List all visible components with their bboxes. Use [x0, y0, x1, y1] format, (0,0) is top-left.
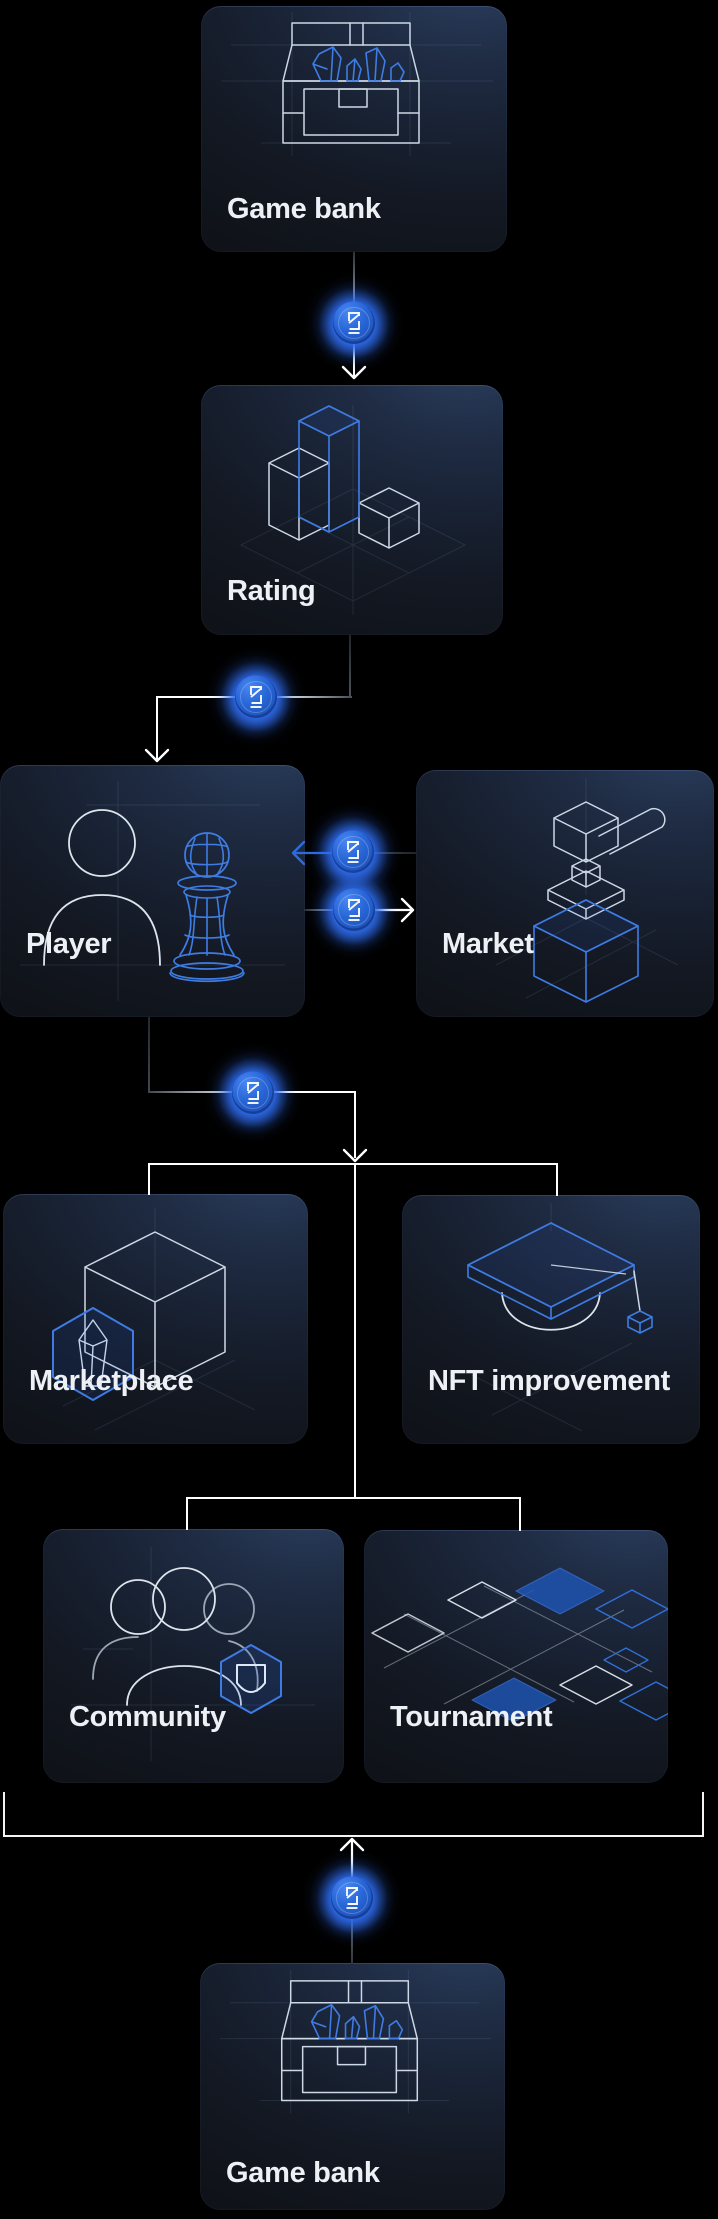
treasure-chest-icon	[219, 1969, 492, 2114]
diamond-grid-icon	[371, 1567, 668, 1723]
connector-gamebank-loop	[3, 1792, 704, 1964]
node-label: Game bank	[227, 193, 381, 226]
cube-gem-icon	[52, 1208, 256, 1431]
token-coin-icon	[205, 646, 307, 748]
node-label: Marketplace	[29, 1365, 194, 1398]
people-shield-icon	[71, 1547, 315, 1761]
auction-gavel-icon	[495, 778, 679, 1003]
connector-market-to-player	[291, 840, 417, 866]
node-label: Tournament	[390, 1701, 553, 1734]
node-card-nft-improvement: NFT improvement	[402, 1195, 700, 1444]
node-label: Rating	[227, 575, 316, 608]
branch-line-community-tournament	[186, 1497, 521, 1531]
node-card-market: Market	[416, 770, 714, 1017]
node-label: Game bank	[226, 2157, 380, 2190]
connector-gamebank-to-rating	[341, 252, 367, 380]
node-label: Player	[26, 928, 112, 961]
bar-chart-3d-icon	[239, 405, 467, 615]
token-coin-icon	[303, 272, 405, 374]
connector-player-to-market	[304, 897, 415, 923]
token-coin-icon	[303, 859, 405, 961]
node-card-game-bank-bottom: Game bank	[200, 1963, 505, 2210]
node-label: Community	[69, 1701, 226, 1734]
node-card-marketplace: Marketplace	[3, 1194, 308, 1444]
node-card-tournament: Tournament	[364, 1530, 668, 1783]
token-coin-icon	[302, 801, 404, 903]
graduation-cap-icon	[467, 1203, 653, 1432]
node-label: NFT improvement	[428, 1365, 671, 1398]
connector-rating-to-player	[144, 635, 352, 763]
node-card-player: Player	[0, 765, 305, 1017]
token-coin-icon	[301, 1847, 403, 1949]
node-label: Market	[442, 928, 534, 961]
treasure-chest-icon	[221, 12, 493, 156]
node-card-game-bank-top: Game bank	[201, 6, 507, 252]
node-card-rating: Rating	[201, 385, 503, 635]
connector-player-to-branches	[148, 1017, 368, 1163]
node-card-community: Community	[43, 1529, 344, 1783]
person-chess-pawn-icon	[20, 781, 285, 1001]
token-coin-icon	[202, 1042, 304, 1144]
